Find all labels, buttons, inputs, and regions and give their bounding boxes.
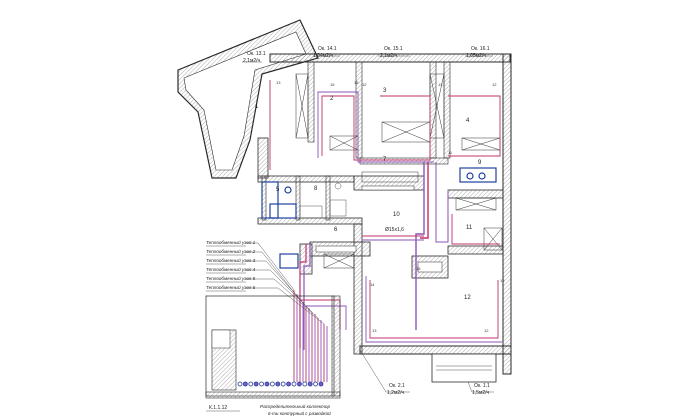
node-label-2: Теплообменный узел 2 <box>206 248 256 254</box>
collector-subtitle: 6-ти контурный с разводкой <box>268 410 331 416</box>
collector-bead <box>296 381 302 387</box>
collector-title: Распределительный коллектор <box>260 403 330 409</box>
pipe-number: 15 <box>330 82 335 87</box>
room-number-5: 5 <box>276 187 280 193</box>
window-label-15-1: Ок. 15.1 <box>384 46 403 52</box>
pipe-number: 13 <box>372 328 377 333</box>
window-size-13-1: 2,1м2/ч <box>243 58 261 64</box>
wardrobes <box>295 73 503 269</box>
collector-bead <box>259 381 265 387</box>
node-label-3: Теплообменный узел 3 <box>206 257 256 263</box>
riser-label: Ø15х1,6 <box>385 227 404 233</box>
collector-bead <box>275 381 281 387</box>
collector-area <box>205 295 341 399</box>
pipe-number: 11 <box>448 150 453 155</box>
room-number-1: 1 <box>255 104 259 110</box>
room-number-4: 4 <box>466 118 470 124</box>
outer-walls <box>177 19 512 383</box>
plumbing-fixtures <box>261 167 497 269</box>
pipe-number: 15 <box>354 80 359 85</box>
node-leaders <box>206 242 325 325</box>
pipe-number: 15 <box>416 266 421 271</box>
node-label-6: Теплообменный узел 6 <box>206 284 256 290</box>
collector-bead <box>248 381 254 387</box>
window-label-14-1: Ок. 14.1 <box>318 46 337 52</box>
room-number-12: 12 <box>464 295 471 301</box>
room-number-10: 10 <box>393 212 400 218</box>
collector-code: К.1.1.12 <box>209 405 227 411</box>
window-size-1-1: 1,5м2/ч <box>472 390 490 396</box>
heating-pipes <box>269 80 502 382</box>
pipe-number: 14 <box>370 282 375 287</box>
collector-bead <box>307 381 313 387</box>
node-label-1: Теплообменный узел 1 <box>206 239 256 245</box>
room-number-7: 7 <box>383 157 387 163</box>
collector-bead <box>286 381 292 387</box>
window-label-1-1: Ок. 1.1 <box>474 383 490 389</box>
room-numbers: 1 2 3 4 5 6 7 8 9 10 11 12 <box>255 88 482 301</box>
pipe-number: 13 <box>276 80 281 85</box>
window-size-16-1: 1,05м2/ч <box>466 53 486 59</box>
room-number-11: 11 <box>466 225 473 231</box>
room-number-2: 2 <box>330 96 334 102</box>
pipe-number: 12 <box>492 82 497 87</box>
collector-bead <box>242 381 248 387</box>
node-label-5: Теплообменный узел 5 <box>206 275 256 281</box>
collector-bead <box>264 381 270 387</box>
window-leaders <box>242 55 494 393</box>
collector-bead <box>291 381 297 387</box>
window-label-2-1: Ок. 2.1 <box>389 383 405 389</box>
window-size-14-1: 1,04м2/ч <box>313 53 333 59</box>
room-number-9: 9 <box>478 160 482 166</box>
collector-manifold <box>237 381 324 387</box>
collector-bead <box>280 381 286 387</box>
collector-bead <box>313 381 319 387</box>
window-size-2-1: 1,2м2/ч <box>387 390 405 396</box>
collector-bead <box>253 381 259 387</box>
room-number-8: 8 <box>314 186 318 192</box>
room-number-6: 6 <box>334 227 338 233</box>
window-labels: Ок. 13.1 2,1м2/ч Ок. 14.1 1,04м2/ч Ок. 1… <box>243 46 490 396</box>
collector-bead <box>237 381 243 387</box>
pipe-number: 12 <box>484 328 489 333</box>
window-label-13-1: Ок. 13.1 <box>247 51 266 57</box>
pipe-number: 12 <box>500 278 505 283</box>
collector-bead <box>269 381 275 387</box>
collector-bead <box>302 381 308 387</box>
window-size-15-1: 2,1м2/ч <box>380 53 398 59</box>
window-label-16-1: Ок. 16.1 <box>471 46 490 52</box>
pipe-number: 13 <box>438 82 443 87</box>
node-labels: Теплообменный узел 1 Теплообменный узел … <box>206 239 256 290</box>
pipe-number: 12 <box>362 82 367 87</box>
collector-bead <box>318 381 324 387</box>
room-number-3: 3 <box>383 88 387 94</box>
node-label-4: Теплообменный узел 4 <box>206 266 256 272</box>
